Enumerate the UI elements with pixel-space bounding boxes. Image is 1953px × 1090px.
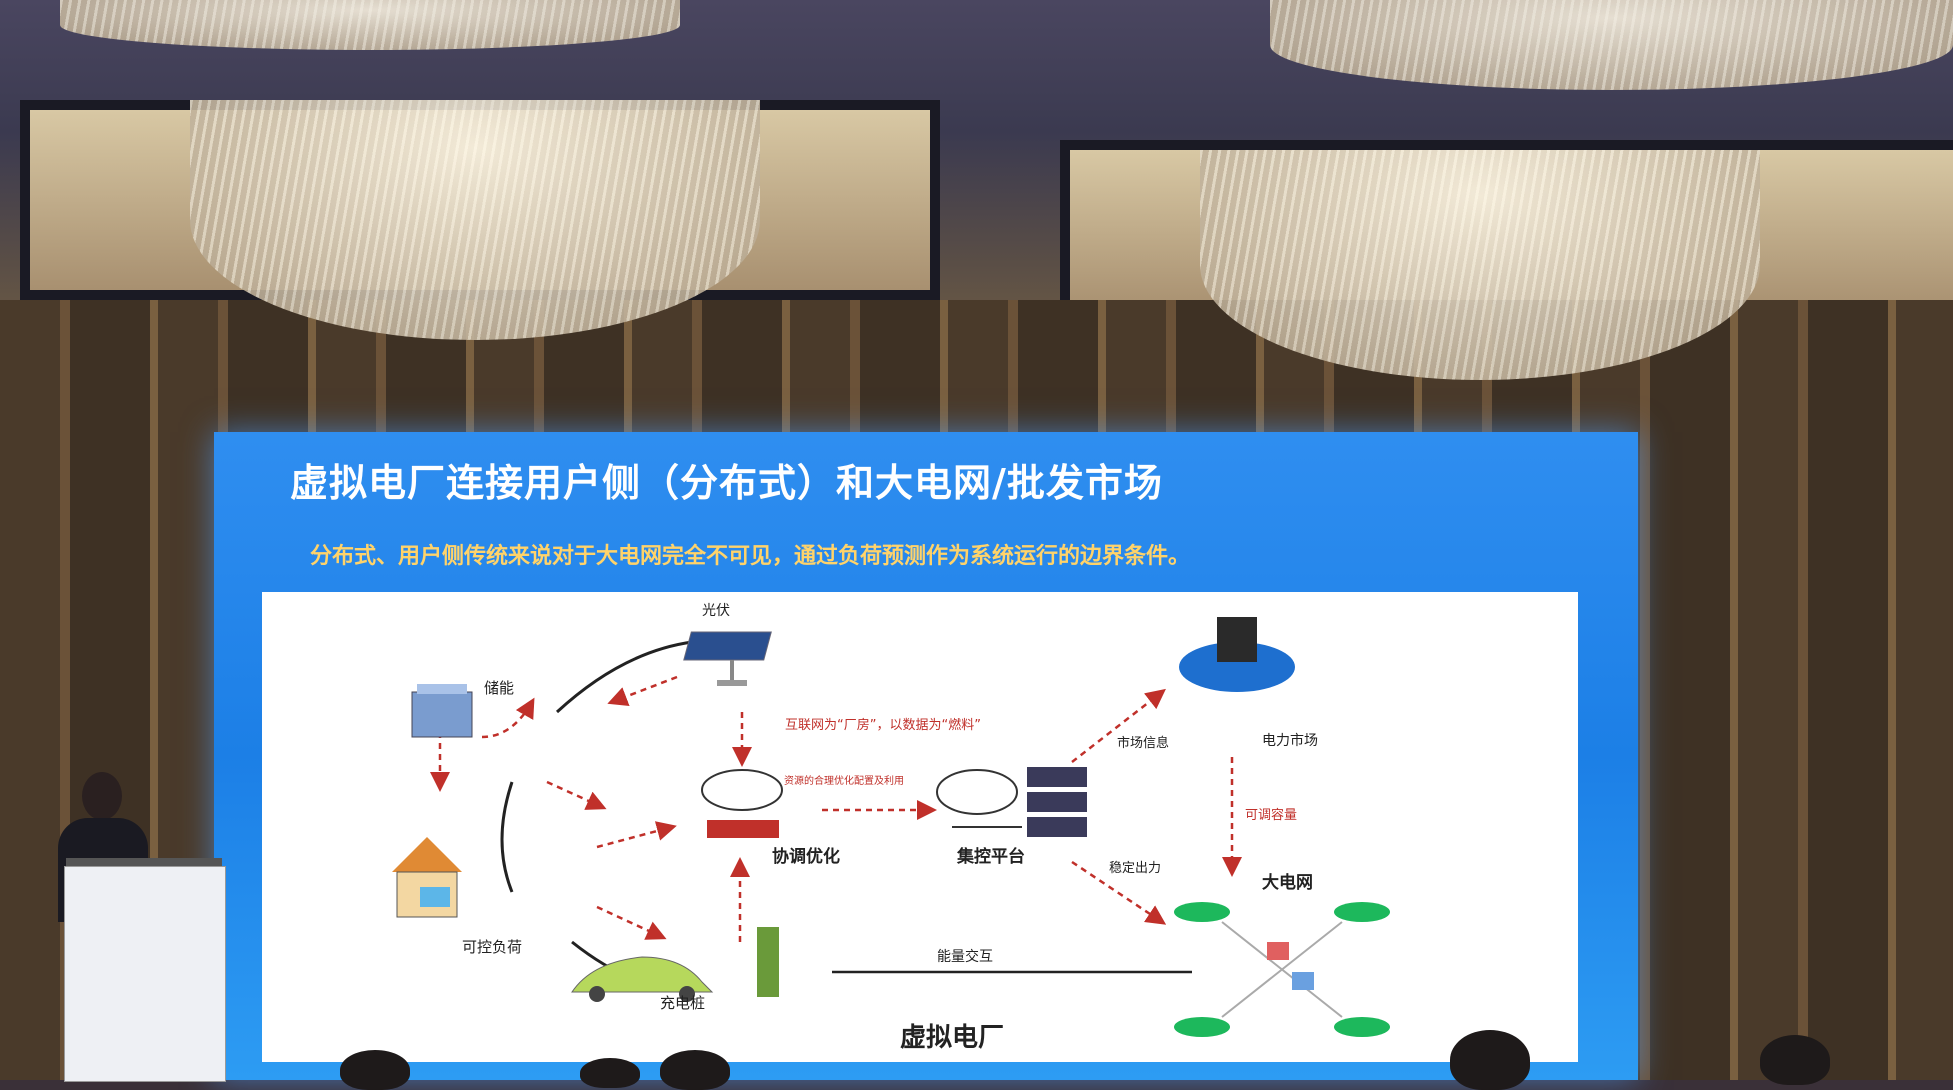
vpp-arc-top xyxy=(555,640,693,714)
slide-subtitle: 分布式、用户侧传统来说对于大电网完全不可见，通过负荷预测作为系统运行的边界条件。 xyxy=(310,544,1191,569)
coordination-cloud-icon xyxy=(701,769,783,838)
chandelier-top-right xyxy=(1270,0,1953,90)
storage-label: 储能 xyxy=(484,679,515,697)
central-control-label: 集控平台 xyxy=(957,847,1025,867)
house-icon xyxy=(392,837,462,918)
coordination-label: 协调优化 xyxy=(772,847,840,867)
lectern xyxy=(64,866,226,1082)
arrow-solar-left xyxy=(607,675,678,706)
arrow-storage-to-coord xyxy=(481,697,535,739)
stable-output-label: 稳定出力 xyxy=(1109,861,1162,876)
audience-head xyxy=(580,1058,640,1088)
slide-title: 虚拟电厂连接用户侧（分布式）和大电网/批发市场 xyxy=(290,461,1163,505)
controllable-load-label: 可控负荷 xyxy=(462,938,523,956)
diagram-footer: 虚拟电厂 xyxy=(900,1023,1005,1053)
big-grid-label: 大电网 xyxy=(1262,873,1313,893)
audience-head xyxy=(340,1050,410,1090)
solar-label: 光伏 xyxy=(702,603,730,619)
power-market-icon xyxy=(1179,617,1295,692)
adjustable-capacity-label: 可调容量 xyxy=(1245,808,1298,823)
solar-panel-icon xyxy=(683,631,772,686)
arrow-load-to-coord xyxy=(596,821,677,849)
market-info-label: 市场信息 xyxy=(1117,736,1170,751)
audience-head xyxy=(1450,1030,1530,1090)
power-market-label: 电力市场 xyxy=(1262,733,1318,749)
chandelier-left xyxy=(190,100,760,340)
energy-exchange-label: 能量交互 xyxy=(937,949,993,965)
audience-head xyxy=(1760,1035,1830,1085)
diagram-panel: 光伏 储能 可控负荷 充电桩 协调优化 集控平台 电力市场 大电网 互联网为“厂… xyxy=(262,592,1578,1062)
arrow-central-to-market xyxy=(1071,688,1166,763)
resource-optimization-label: 资源的合理优化配置及利用 xyxy=(784,776,904,787)
grid-icon xyxy=(1174,902,1390,1037)
charging-pile-label: 充电桩 xyxy=(660,994,706,1012)
chandelier-top-left xyxy=(60,0,680,50)
audience-head xyxy=(660,1050,730,1090)
ev-car-icon xyxy=(571,927,779,1002)
energy-storage-icon xyxy=(411,684,473,738)
vpp-arc-left xyxy=(500,781,514,893)
diagram-graphics xyxy=(392,617,1390,1037)
arrow-storage-down xyxy=(546,780,607,810)
arrow-central-to-grid xyxy=(1071,860,1167,925)
arrow-load-down xyxy=(596,905,667,940)
chandelier-right xyxy=(1200,150,1760,380)
internet-factory-label: 互联网为“厂房”，以数据为“燃料” xyxy=(785,718,981,733)
central-platform-icon xyxy=(936,767,1087,837)
